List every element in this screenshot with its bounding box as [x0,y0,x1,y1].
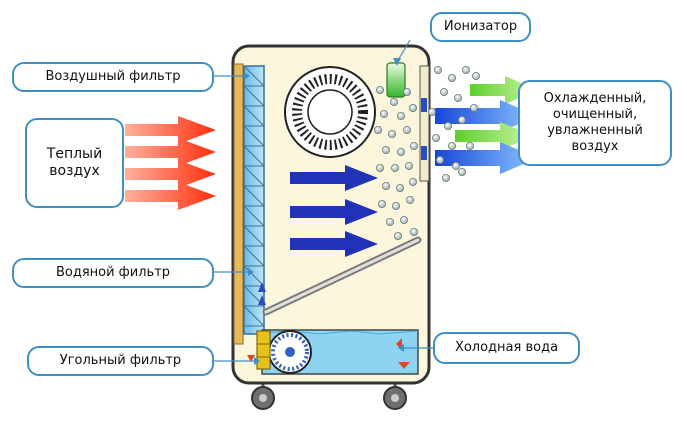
outlet-panel [419,65,430,182]
label-cooled-air: Охлажденный, очищенный, увлажненный возд… [518,80,672,166]
label-ionizer: Ионизатор [430,12,531,42]
water-pump [268,330,312,374]
filter-panel [243,65,265,335]
fan [284,66,376,158]
wheel-left [251,382,275,410]
label-cold-water: Холодная вода [433,332,580,364]
label-connectors [214,39,433,362]
warm-air-arrows [125,116,216,210]
label-air-filter: Воздушный фильтр [12,62,214,92]
label-warm-air: Теплый воздух [25,118,124,208]
internal-air-arrows [290,165,378,257]
ion-particles [373,66,480,240]
filter-frame [233,63,244,345]
label-water-filter: Водяной фильтр [12,258,214,288]
water-supply-arrow [258,282,266,305]
output-air-arrows [435,76,538,174]
ionizer-device [386,62,406,98]
carbon-filter-block [256,330,271,370]
wheel-right [383,382,407,410]
label-carbon-filter: Угольный фильтр [27,346,214,376]
